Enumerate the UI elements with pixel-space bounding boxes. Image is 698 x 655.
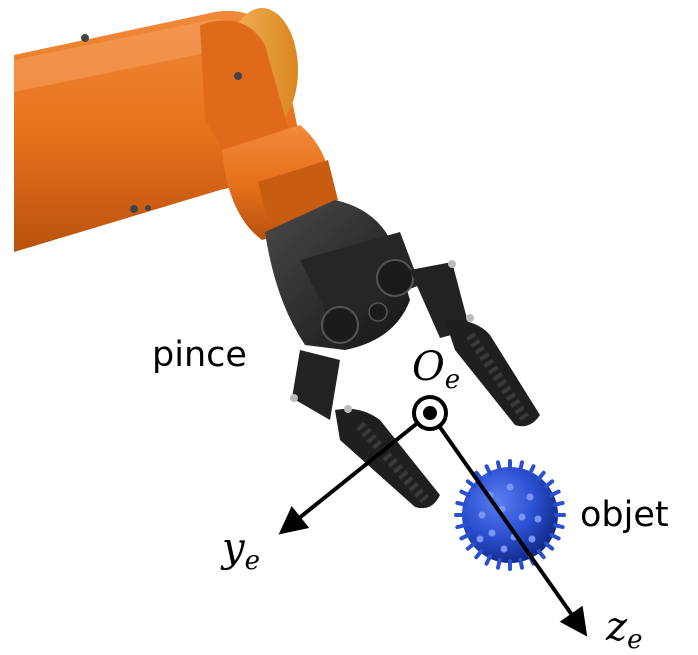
ball-spike xyxy=(484,554,493,566)
ball-spike xyxy=(455,523,468,530)
pivot-icon xyxy=(344,405,352,413)
ball-spike xyxy=(474,548,484,560)
ball-spike xyxy=(552,500,565,507)
ball-spike-dot xyxy=(528,535,536,543)
screw-icon xyxy=(81,34,89,42)
ball-spike xyxy=(527,464,536,476)
gripper-finger-left-teeth xyxy=(356,421,429,504)
y-axis-label: ye xyxy=(220,525,260,576)
ball-spike xyxy=(536,470,546,482)
ball-spike xyxy=(495,557,502,570)
arm-upper-highlight xyxy=(14,19,258,92)
gripper-knob-icon xyxy=(321,306,359,344)
ball-spike xyxy=(549,532,561,541)
y-axis-label-main: y xyxy=(220,525,246,571)
ball-spike-dot xyxy=(526,493,534,501)
ball-spike-dot xyxy=(534,515,542,523)
object-label: objet xyxy=(580,495,669,535)
ball-spike-dot xyxy=(488,529,496,537)
gripper xyxy=(265,200,540,509)
screw-icon xyxy=(130,205,138,213)
origin-dot-icon xyxy=(423,406,437,420)
pivot-icon xyxy=(448,260,456,268)
ball-spike xyxy=(474,470,484,482)
z-axis-label: ze xyxy=(605,604,642,655)
gripper-label: pince xyxy=(152,335,247,375)
screw-icon xyxy=(145,205,151,211)
gripper-link-left xyxy=(292,350,340,420)
gripper-finger-right xyxy=(445,319,540,427)
ball-spike xyxy=(459,489,471,498)
origin-label: Oe xyxy=(412,344,460,395)
ball-spike xyxy=(518,557,525,570)
ball-spike xyxy=(484,464,493,476)
ball-spike xyxy=(543,479,555,489)
gripper-finger-right-teeth xyxy=(465,332,530,421)
gripper-knob-icon xyxy=(376,259,414,297)
frame-axes xyxy=(278,395,588,637)
ball-spike-dot xyxy=(518,513,526,521)
ball-spike xyxy=(465,479,477,489)
ball-spike xyxy=(495,460,502,473)
ball-spike xyxy=(455,500,468,507)
ball-spike xyxy=(543,541,555,551)
screw-icon xyxy=(234,72,242,80)
gripper-knob-icon xyxy=(368,302,388,322)
gripper-link-right xyxy=(410,262,470,338)
ball-spike xyxy=(465,541,477,551)
ball-spike xyxy=(552,523,565,530)
ball-spike-dot xyxy=(500,545,508,553)
pivot-icon xyxy=(290,394,298,402)
spiky-ball-icon xyxy=(454,459,566,571)
z-axis-label-sub: e xyxy=(627,625,642,655)
y-axis-arrow xyxy=(278,411,432,535)
ball-spike xyxy=(549,489,561,498)
gripper-plate xyxy=(300,232,420,320)
ball-spike-dot xyxy=(506,483,514,491)
origin-label-main: O xyxy=(412,344,445,390)
y-axis-label-sub: e xyxy=(245,546,260,576)
ball-spike-dot xyxy=(478,511,486,519)
z-axis-arrow xyxy=(428,411,588,637)
z-axis-label-main: z xyxy=(605,604,628,650)
ball-spike xyxy=(536,548,546,560)
arm-wrist-ring xyxy=(258,160,338,228)
ball-spike-dot xyxy=(476,535,484,543)
ball-spike xyxy=(459,532,471,541)
origin-label-sub: e xyxy=(445,365,460,395)
pivot-icon xyxy=(466,314,474,322)
robot-arm xyxy=(14,8,338,252)
ball-spike xyxy=(518,460,525,473)
